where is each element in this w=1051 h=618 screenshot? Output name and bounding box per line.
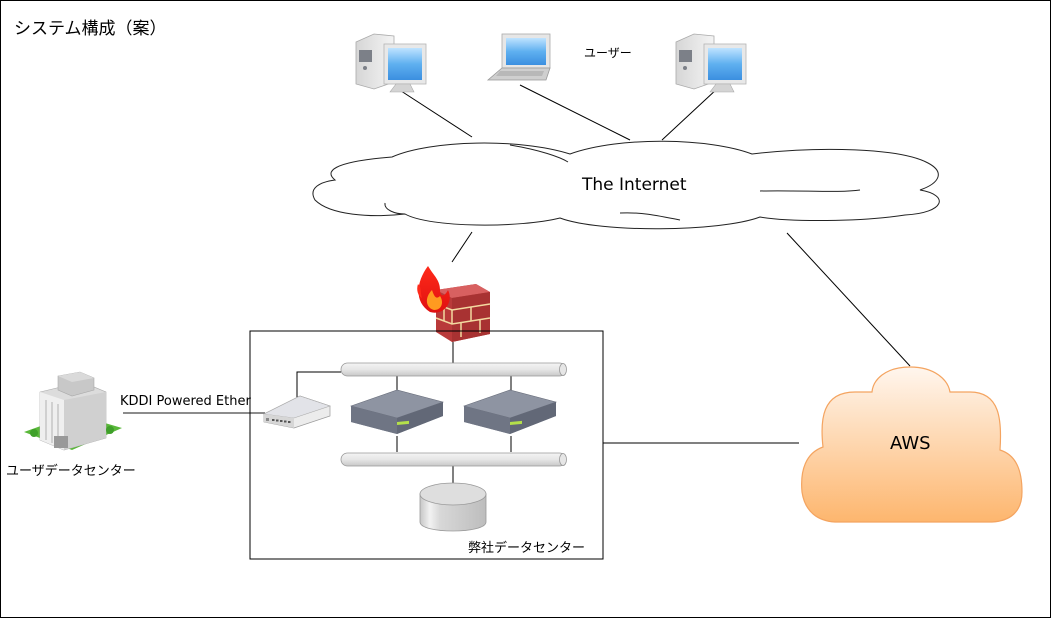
our-datacenter-boundary xyxy=(249,330,604,560)
server-icon xyxy=(462,389,558,434)
desktop-pc-icon xyxy=(355,33,427,93)
network-bus-top xyxy=(340,362,567,377)
aws-label: AWS xyxy=(890,433,931,454)
database-icon xyxy=(419,482,487,532)
internet-cloud xyxy=(312,140,940,230)
kddi-connection-label: KDDI Powered Ether xyxy=(120,394,251,409)
page-title: システム構成（案） xyxy=(14,19,167,39)
aws-cloud xyxy=(801,366,1023,523)
building-icon xyxy=(24,371,122,451)
internet-label: The Internet xyxy=(582,175,687,195)
link-pc1-internet xyxy=(397,88,473,138)
link-pc2-internet xyxy=(661,87,719,141)
link-internet-firewall xyxy=(451,231,473,263)
network-switch-icon xyxy=(262,395,331,429)
firewall-icon xyxy=(417,266,491,342)
laptop-icon xyxy=(486,33,551,81)
our-datacenter-label: 弊社データセンター xyxy=(468,541,586,556)
network-bus-bottom xyxy=(340,452,567,467)
link-switch-bus xyxy=(296,371,341,398)
user-datacenter-label: ユーザデータセンター xyxy=(6,464,136,479)
users-label: ユーザー xyxy=(584,46,632,60)
link-internet-aws xyxy=(786,232,911,367)
link-laptop-internet xyxy=(519,84,631,141)
server-icon xyxy=(349,389,445,434)
connection-lines xyxy=(123,84,911,484)
desktop-pc-icon xyxy=(675,33,747,93)
